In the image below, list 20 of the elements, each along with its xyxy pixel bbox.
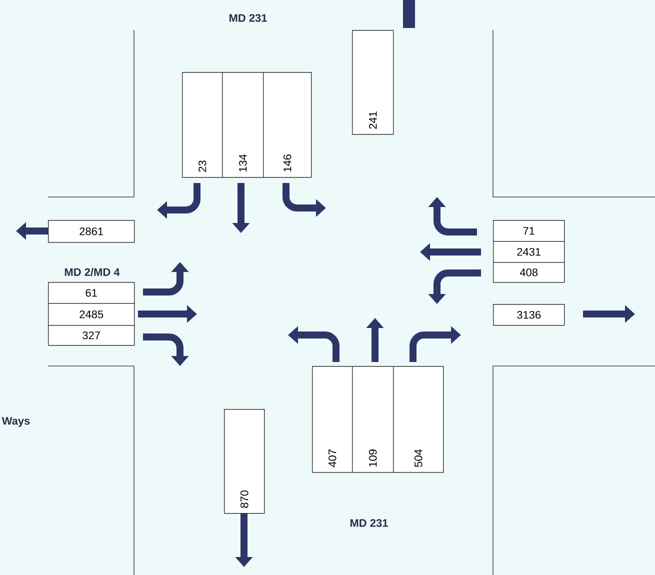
count-box: 407 [312, 366, 353, 473]
road-label: MD 231 [350, 519, 388, 527]
count-box: 2485 [48, 303, 135, 326]
count-box: 2861 [48, 220, 135, 243]
count-box: 3136 [493, 304, 565, 326]
count-box: 504 [393, 366, 444, 473]
count-box: 327 [48, 325, 135, 346]
count-box: 109 [352, 366, 394, 473]
count-box: 2431 [493, 241, 565, 263]
road-label: Ways [2, 417, 30, 427]
count-box: 408 [493, 262, 565, 283]
road-label: MD 2/MD 4 [64, 268, 120, 276]
count-box: 61 [48, 282, 135, 304]
road-label: MD 231 [229, 14, 267, 22]
count-box: 241 [352, 30, 394, 135]
count-box: 870 [224, 409, 265, 514]
count-box: 146 [263, 72, 312, 178]
count-box: 71 [493, 220, 565, 242]
count-box: 134 [222, 72, 264, 178]
count-box: 23 [182, 72, 223, 178]
